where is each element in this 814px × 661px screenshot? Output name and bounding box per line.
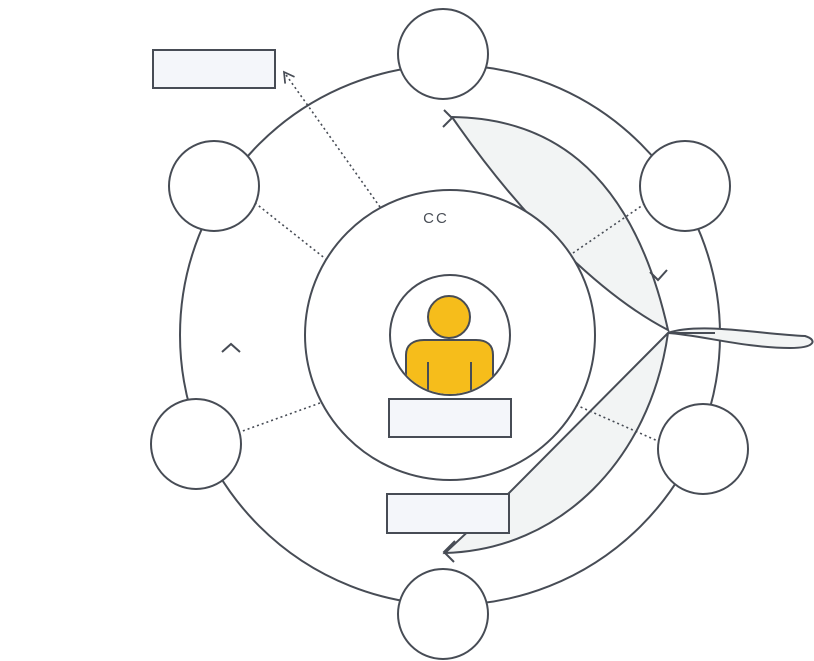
node-top	[397, 8, 489, 100]
dotted-arrow-right-upper	[572, 195, 658, 254]
dotted-arrow-left-lower	[224, 402, 321, 440]
node-lower-right	[657, 403, 749, 495]
arrowhead-bottom	[442, 540, 456, 563]
node-bottom	[397, 568, 489, 660]
inner-circle-label: CC	[423, 210, 449, 227]
caret-left	[221, 342, 241, 353]
dotted-arrow-left-upper	[238, 189, 328, 261]
node-upper-left	[168, 140, 260, 232]
bottom-box	[386, 493, 510, 534]
user-icon	[389, 274, 511, 396]
node-upper-right	[639, 140, 731, 232]
top-left-box	[152, 49, 276, 89]
arrowhead-right	[649, 269, 668, 282]
right-tail-lobe	[667, 327, 814, 350]
arrowhead-top	[442, 109, 454, 128]
lower-lobe	[442, 330, 670, 555]
center-name-box	[388, 398, 512, 438]
node-lower-left	[150, 398, 242, 490]
